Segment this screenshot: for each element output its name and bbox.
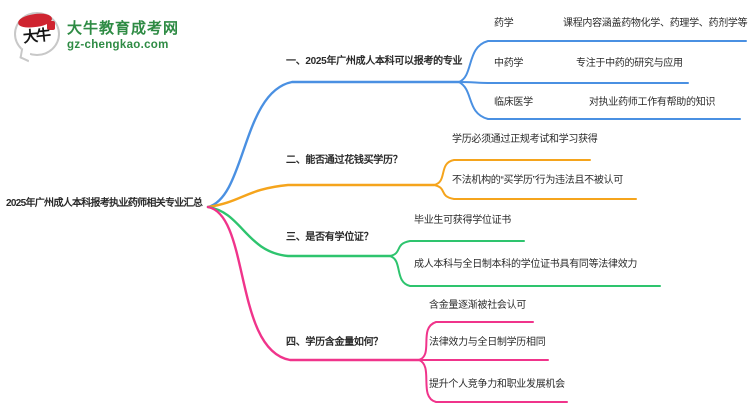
branch-2-label: 二、能否通过花钱买学历？: [286, 155, 403, 166]
branch-1-lines: [206, 40, 747, 209]
branch-2-lines: [206, 159, 637, 209]
branch-2-main-line: [206, 183, 436, 209]
brand-domain: gz-chengkao.com: [67, 39, 169, 51]
branch-4-child-1-title: 含金量逐渐被社会认可: [429, 300, 526, 311]
branch-4-child-2-title: 法律效力与全日制学历相同: [429, 337, 546, 348]
brand-name: 大牛教育成考网: [67, 20, 180, 37]
logo-text-block: 大牛教育成考网 gz-chengkao.com: [67, 17, 179, 51]
branch-1-child-1-title: 药学: [494, 18, 514, 29]
branch-1-child-1-line: [458, 40, 747, 83]
branch-4-child-3-line: [418, 359, 568, 403]
daniu-bubble-logo-icon: 大牛: [14, 11, 60, 63]
branch-3-child-2-title: 成人本科与全日制本科的学位证书具有同等法律效力: [414, 259, 638, 270]
branch-3-child-1-title: 毕业生可获得学位证书: [414, 215, 511, 226]
branch-2-child-1-title: 学历必须通过正规考试和学习获得: [452, 134, 598, 145]
branch-4-lines: [206, 205, 568, 403]
branch-1-child-3-line: [458, 81, 741, 120]
branch-1-main-line: [206, 80, 461, 209]
branch-4-main-line: [206, 205, 421, 362]
branch-1-child-3-desc: 对执业药师工作有帮助的知识: [589, 97, 716, 108]
branch-1-child-3-title: 临床医学: [494, 97, 533, 108]
branch-1-child-2-desc: 专注于中药的研究与应用: [576, 58, 683, 69]
branch-3-child-2-line: [389, 255, 661, 287]
branch-3-child-1-line: [389, 240, 525, 257]
branch-1-child-2-line: [458, 81, 689, 84]
branch-2-child-2-line: [433, 184, 637, 200]
branch-1-child-1-desc: 课程内容涵盖药物化学、药理学、药剂学等: [563, 18, 748, 29]
branch-3-label: 三、是否有学位证？: [286, 232, 374, 243]
site-logo: 大牛 大牛教育成考网 gz-chengkao.com: [14, 11, 179, 63]
branch-3-lines: [206, 205, 661, 287]
branch-4-child-3-title: 提升个人竞争力和职业发展机会: [429, 379, 565, 390]
branch-2-child-1-line: [433, 159, 591, 186]
branch-1-child-2-title: 中药学: [494, 58, 524, 69]
branch-2-child-2-title: 不法机构的“买学历”行为违法且不被认可: [452, 175, 623, 186]
branch-4-child-1-line: [418, 321, 534, 361]
logo-brand-characters: 大牛: [22, 26, 50, 47]
branch-3-main-line: [206, 205, 392, 258]
branch-1-label: 一、2025年广州成人本科可以报考的专业: [286, 56, 463, 67]
branch-4-label: 四、学历含金量如何？: [286, 337, 383, 348]
logo-seal-icon: [47, 21, 55, 30]
root-topic: 2025年广州成人本科报考执业药师相关专业汇总: [6, 198, 203, 209]
